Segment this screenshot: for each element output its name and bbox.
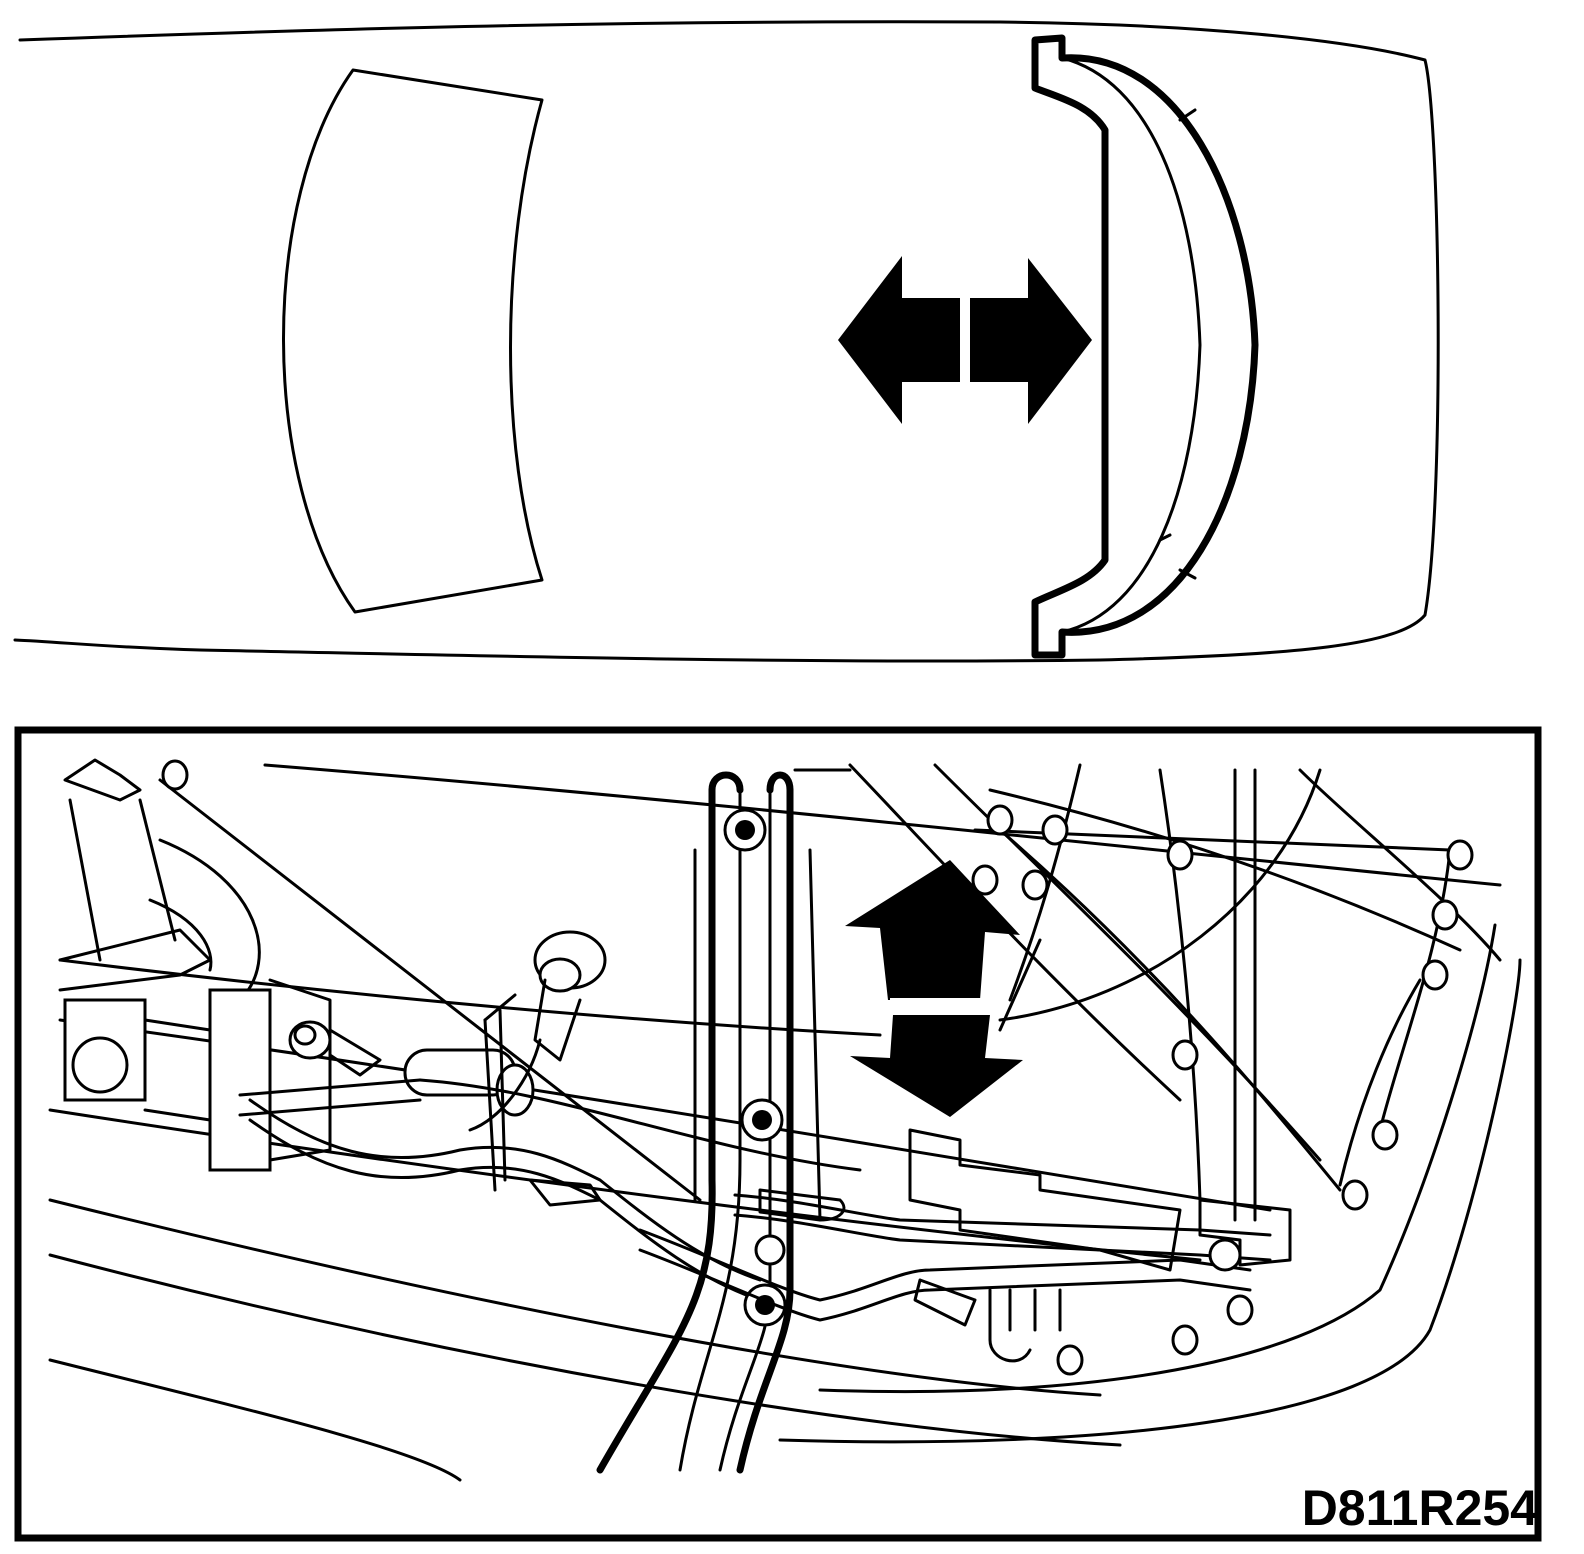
car-body-outline [13, 20, 1440, 663]
body-line [263, 763, 1502, 887]
lattice-node [1421, 959, 1449, 991]
left-bracket-assembly [58, 758, 332, 1172]
lattice-node [986, 804, 1014, 836]
bracket-bolt [723, 808, 767, 852]
body-line [48, 1253, 1122, 1447]
detail-panel-border [14, 726, 1542, 1542]
detail-view [48, 758, 1522, 1482]
body-line [48, 1358, 462, 1482]
body-line [58, 958, 882, 1037]
body-line [48, 1198, 1102, 1397]
vertical-double-arrow [845, 860, 1023, 1117]
pointer-line [998, 938, 1042, 1032]
cable-clip [248, 930, 762, 1302]
retainer-strip [733, 1193, 1272, 1237]
lattice-node [1341, 1179, 1369, 1211]
bumper-outer-curve [778, 958, 1522, 1444]
top-view-panel [13, 20, 1440, 663]
retainer-strip [733, 1213, 1272, 1262]
lattice-node [1171, 1324, 1199, 1356]
bracket-nut [754, 1234, 786, 1266]
lattice-node [1431, 899, 1459, 931]
wire-harness [638, 1228, 1252, 1302]
lattice-node [1371, 1119, 1399, 1151]
stud-bolt-assembly [238, 1020, 862, 1172]
lattice-node-group [971, 804, 1474, 1376]
lattice-node [1226, 1294, 1254, 1326]
rear-window [282, 68, 544, 614]
lattice-node [1021, 869, 1049, 901]
bumper-inner-curve [818, 923, 1497, 1393]
right-mount-bracket [908, 768, 1292, 1363]
lattice-node [1041, 814, 1069, 846]
lattice-node [1056, 1344, 1084, 1376]
figure-code: D811R254 [1302, 1480, 1538, 1536]
lattice-node [1166, 839, 1194, 871]
body-line [158, 778, 702, 1202]
lattice-node [971, 864, 999, 896]
wire-harness [638, 1248, 1252, 1322]
lattice-node [1171, 1039, 1199, 1071]
horizontal-double-arrow [838, 256, 1092, 424]
lattice-node [1446, 839, 1474, 871]
bracket-bolt [740, 1098, 784, 1142]
rear-bumper-cover-top [1031, 34, 1259, 659]
